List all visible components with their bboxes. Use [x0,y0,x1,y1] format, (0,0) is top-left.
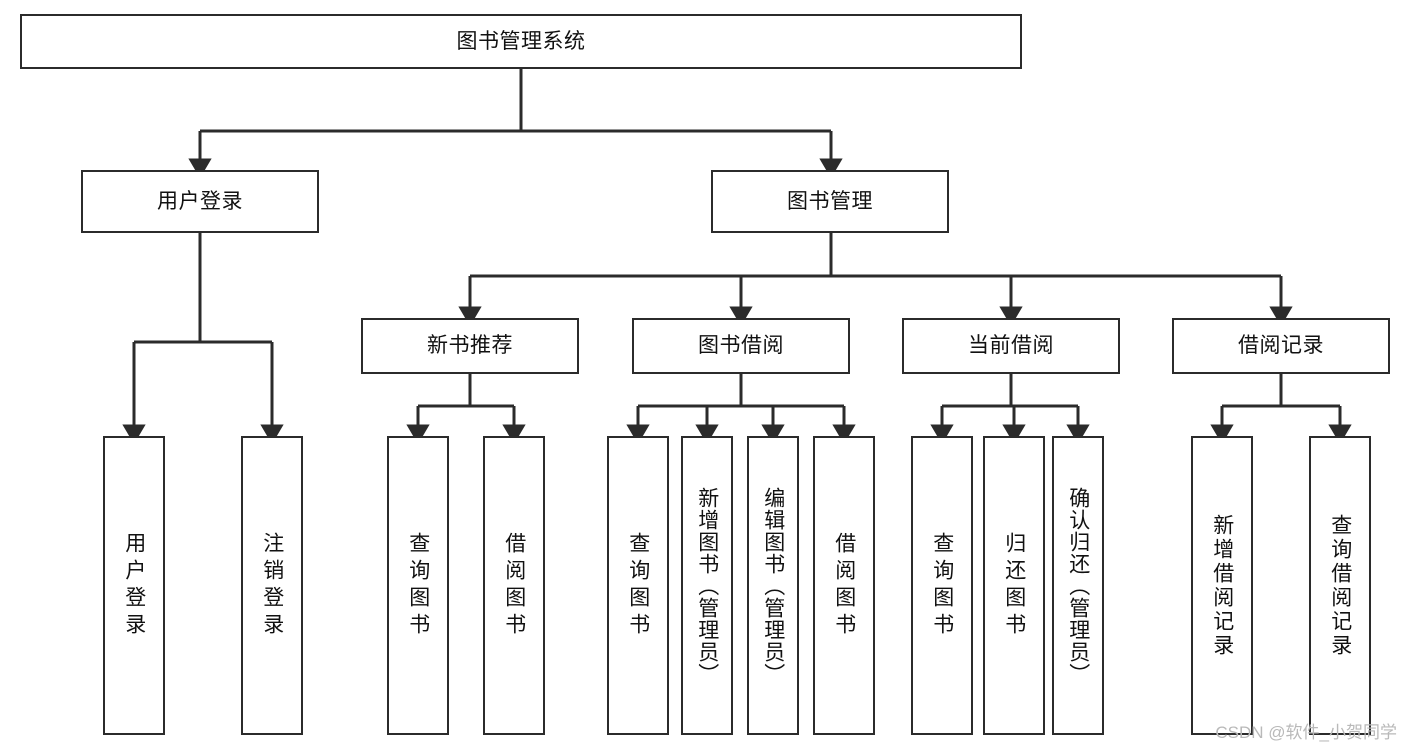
node-leaf-borrow-book-2[interactable]: 借阅图书 [813,436,875,735]
node-leaf-confirm-return-admin-label: 确认归还（管理员） [1066,486,1090,685]
node-leaf-query-book-1-label: 查询图书 [406,531,430,640]
node-book-manage-label: 图书管理 [787,189,873,213]
node-leaf-query-book-2-label: 查询图书 [626,531,650,640]
node-leaf-return-book-label: 归还图书 [1002,531,1026,640]
node-current-borrow[interactable]: 当前借阅 [902,318,1120,374]
node-leaf-user-logout[interactable]: 注销登录 [241,436,303,735]
node-leaf-query-book-3[interactable]: 查询图书 [911,436,973,735]
node-leaf-borrow-book-1-label: 借阅图书 [502,531,526,640]
node-leaf-user-login-label: 用户登录 [122,531,146,640]
node-user-login[interactable]: 用户登录 [81,170,319,233]
node-root-system[interactable]: 图书管理系统 [20,14,1022,69]
node-new-book-recommend-label: 新书推荐 [427,334,513,358]
node-leaf-add-book-admin-label: 新增图书（管理员） [695,486,719,685]
node-borrow-record[interactable]: 借阅记录 [1172,318,1390,374]
node-leaf-query-book-2[interactable]: 查询图书 [607,436,669,735]
node-leaf-borrow-book-2-label: 借阅图书 [832,531,856,640]
node-leaf-borrow-book-1[interactable]: 借阅图书 [483,436,545,735]
node-leaf-query-book-1[interactable]: 查询图书 [387,436,449,735]
node-leaf-user-login[interactable]: 用户登录 [103,436,165,735]
node-user-login-label: 用户登录 [157,189,243,213]
node-leaf-query-borrow-record-label: 查询借阅记录 [1328,513,1352,658]
node-leaf-confirm-return-admin[interactable]: 确认归还（管理员） [1052,436,1104,735]
node-leaf-edit-book-admin[interactable]: 编辑图书（管理员） [747,436,799,735]
node-leaf-user-logout-label: 注销登录 [260,531,284,640]
node-leaf-query-borrow-record[interactable]: 查询借阅记录 [1309,436,1371,735]
node-leaf-add-borrow-record-label: 新增借阅记录 [1210,513,1234,658]
node-root-system-label: 图书管理系统 [456,29,586,53]
node-current-borrow-label: 当前借阅 [968,334,1054,358]
node-leaf-return-book[interactable]: 归还图书 [983,436,1045,735]
node-leaf-query-book-3-label: 查询图书 [930,531,954,640]
node-leaf-add-book-admin[interactable]: 新增图书（管理员） [681,436,733,735]
node-book-borrow[interactable]: 图书借阅 [632,318,850,374]
node-leaf-edit-book-admin-label: 编辑图书（管理员） [761,486,785,685]
node-leaf-add-borrow-record[interactable]: 新增借阅记录 [1191,436,1253,735]
node-book-manage[interactable]: 图书管理 [711,170,949,233]
node-book-borrow-label: 图书借阅 [698,334,784,358]
node-new-book-recommend[interactable]: 新书推荐 [361,318,579,374]
node-borrow-record-label: 借阅记录 [1238,334,1324,358]
